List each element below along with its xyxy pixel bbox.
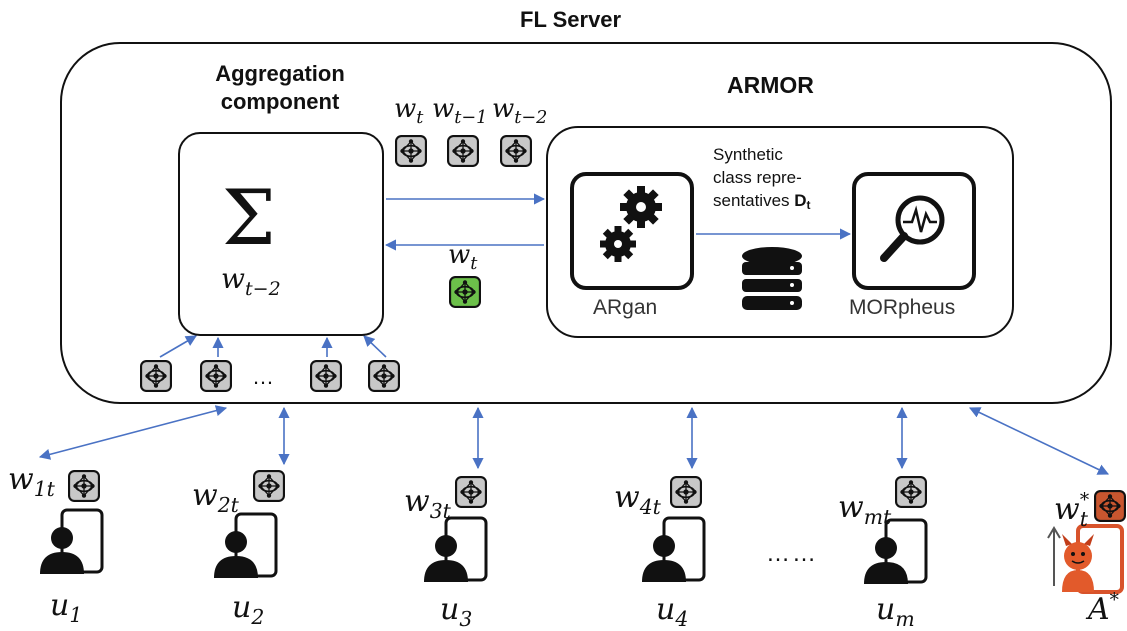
- client-weight-4: w4t: [614, 480, 661, 519]
- client-user-2-base: u: [232, 590, 252, 625]
- model-icon-client-4: [670, 476, 702, 508]
- client-weight-1-base: w: [8, 462, 34, 497]
- model-out-label-base: w: [448, 240, 471, 270]
- model-label-wt-1-sub: t−1: [454, 108, 488, 129]
- client-weight-m: wmt: [838, 490, 891, 529]
- client-weight-4-sub: 4t: [639, 495, 661, 520]
- model-label-wt-2: wt−2: [492, 94, 547, 128]
- synthetic-D: D: [794, 191, 807, 210]
- client-user-m-sub: m: [895, 607, 915, 631]
- aggregation-title: Aggregation component: [199, 60, 361, 116]
- database-icon: [742, 247, 802, 310]
- armor-box: [546, 126, 1014, 338]
- client-user-3: u3: [440, 592, 472, 631]
- model-label-wt-2-base: w: [492, 94, 515, 124]
- model-icon-client-2: [253, 470, 285, 502]
- client-user-3-base: u: [440, 592, 460, 627]
- attacker-label: A*: [1088, 589, 1119, 627]
- model-out-label: wt: [448, 240, 477, 274]
- aggregation-title-line2: component: [220, 89, 340, 114]
- client-device-icon-1: [40, 508, 104, 574]
- attacker-devil-icon: [1047, 524, 1124, 594]
- client-weight-4-base: w: [614, 480, 640, 515]
- synthetic-description: Synthetic class repre- sentatives Dt: [713, 143, 811, 214]
- client-user-1-base: u: [50, 588, 70, 623]
- armor-title: ARMOR: [727, 72, 814, 98]
- client-device-icon-m: [864, 518, 928, 584]
- model-label-wt-1-base: w: [432, 94, 455, 124]
- client-weight-2-sub: 2t: [217, 493, 239, 518]
- client-weight-m-base: w: [838, 490, 864, 525]
- attacker-weight-base: w: [1054, 492, 1080, 527]
- argan-box: [570, 172, 694, 290]
- client-user-3-sub: 3: [459, 607, 473, 631]
- fl-server-title: FL Server: [520, 7, 622, 32]
- attacker-label-base: A: [1088, 592, 1110, 627]
- client-weight-m-sub: mt: [863, 505, 892, 530]
- arrow-input-1: [159, 335, 197, 358]
- client-weight-2-base: w: [192, 478, 218, 513]
- morpheus-label: MORpheus: [849, 296, 956, 319]
- client-ellipsis: ……: [766, 540, 818, 567]
- model-label-wt-2-sub: t−2: [514, 108, 548, 129]
- attacker-weight: wt*: [1054, 489, 1090, 531]
- attacker-weight-sup: *: [1079, 489, 1090, 511]
- client-weight-3-base: w: [404, 484, 430, 519]
- arrow-input-4: [363, 335, 387, 358]
- client-weight-3: w3t: [404, 484, 451, 523]
- model-icon-client-m: [895, 476, 927, 508]
- aggregation-weight-base: w: [221, 262, 245, 295]
- model-icon-attacker: [1094, 490, 1126, 522]
- model-label-wt-1: wt−1: [432, 94, 487, 128]
- client-device-icon-2: [214, 512, 278, 578]
- model-label-wt-base: w: [394, 94, 417, 124]
- arrow-client-1: [38, 405, 228, 460]
- client-user-1: u1: [50, 588, 82, 627]
- synthetic-line3: sentatives Dt: [713, 189, 811, 214]
- aggregation-box: [178, 132, 384, 336]
- aggregation-weight-sub: t−2: [244, 277, 281, 300]
- aggregation-title-line1: Aggregation: [215, 61, 345, 86]
- model-icon-client-1: [68, 470, 100, 502]
- model-out-label-sub: t: [470, 254, 478, 275]
- aggregation-weight: wt−2: [221, 262, 281, 300]
- client-user-4: u4: [656, 592, 688, 631]
- attacker-label-sup: *: [1109, 589, 1119, 611]
- client-user-4-base: u: [656, 592, 676, 627]
- model-icon-client-3: [455, 476, 487, 508]
- client-weight-1-sub: 1t: [33, 477, 55, 502]
- synthetic-line3-text: sentatives: [713, 191, 795, 210]
- client-user-2-sub: 2: [251, 605, 265, 630]
- client-device-icon-4: [642, 516, 706, 582]
- aggregation-inputs-ellipsis: …: [252, 364, 274, 389]
- client-weight-1: w1t: [8, 462, 55, 501]
- synthetic-line1: Synthetic: [713, 145, 783, 164]
- arrow-attacker: [968, 407, 1110, 475]
- argan-label: ARgan: [593, 296, 658, 319]
- attacker-weight-sub: t: [1079, 507, 1088, 532]
- morpheus-box: [852, 172, 976, 290]
- client-user-m: um: [876, 592, 915, 631]
- client-user-4-sub: 4: [675, 607, 689, 631]
- client-device-icon-3: [424, 516, 488, 582]
- synthetic-D-sub: t: [806, 198, 811, 212]
- synthetic-line2: class repre-: [713, 168, 802, 187]
- fl-server-box: [60, 42, 1112, 404]
- client-user-1-sub: 1: [69, 603, 83, 628]
- magnifier-waveform-icon: [880, 195, 945, 262]
- client-weight-3-sub: 3t: [429, 499, 451, 524]
- client-weight-2: w2t: [192, 478, 239, 517]
- client-user-m-base: u: [876, 592, 896, 627]
- client-user-2: u2: [232, 590, 264, 629]
- model-label-wt-sub: t: [416, 108, 424, 129]
- sigma-symbol: Σ: [222, 173, 276, 262]
- model-label-wt: wt: [394, 94, 423, 128]
